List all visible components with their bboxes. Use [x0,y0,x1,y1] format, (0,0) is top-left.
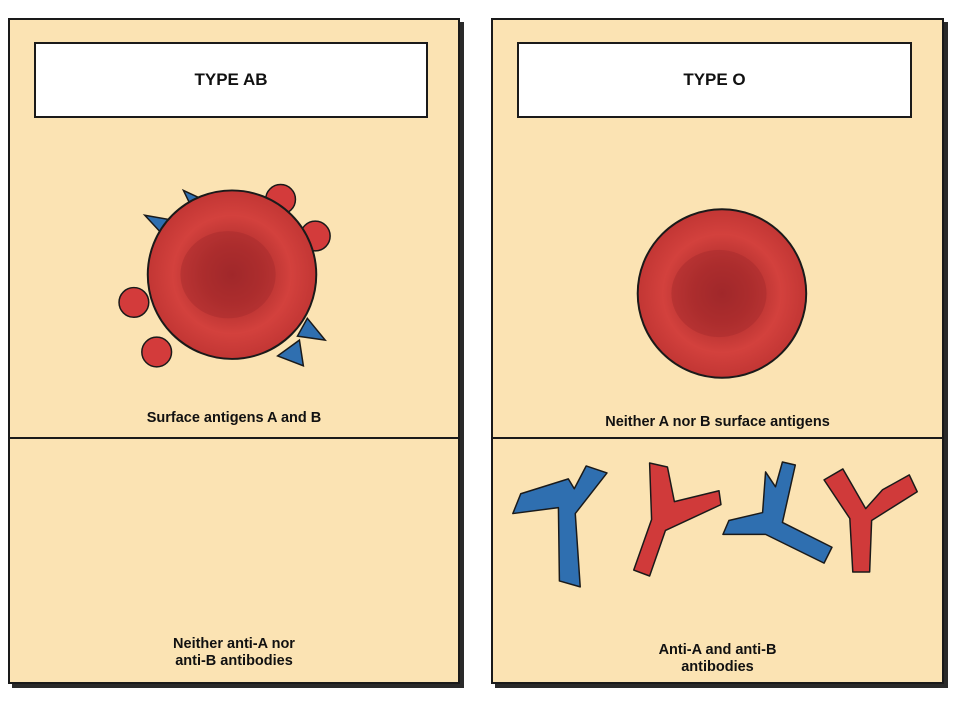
antibody-blue-y [722,461,833,564]
antigen-b-triangle [296,316,327,342]
type-ab-antibody-caption-line1: Neither anti-A nor [173,636,295,652]
red-blood-cell [146,189,318,360]
red-blood-cell [636,208,808,379]
type-ab-panel: TYPE AB Surface antigens A and B Neither… [8,18,460,684]
type-ab-antigen-caption: Surface antigens A and B [146,410,322,426]
antigen-b-triangle [142,214,180,243]
type-ab-title: TYPE AB [194,70,268,89]
antigen-a-circle [118,286,150,319]
type-o-antibody-caption-line2: antibodies [681,659,754,675]
type-o-divider [493,437,942,439]
type-o-art [512,208,918,588]
type-o-panel: TYPE O Neither A nor B surface antigens … [491,18,944,684]
type-o-title: TYPE O [683,70,746,89]
antigen-a-circle [141,336,173,368]
type-ab-antibody-caption-line2: anti-B antibodies [175,653,293,669]
type-o-antibody-caption-line1: Anti-A and anti-B [658,642,777,658]
antibody-blue-y [512,465,608,588]
antigen-a-circle [264,183,297,215]
type-o-title-box: TYPE O [517,42,912,118]
antigen-a-circle [299,220,331,252]
antibody-red-y [633,462,722,577]
type-ab-title-box: TYPE AB [34,42,428,118]
type-o-antigen-caption: Neither A nor B surface antigens [605,414,830,430]
antigen-b-triangle [276,338,305,368]
type-ab-divider [10,437,458,439]
type-ab-antigen-art [118,183,331,368]
antigen-b-triangle [181,188,213,219]
antibody-red-y [823,468,918,573]
